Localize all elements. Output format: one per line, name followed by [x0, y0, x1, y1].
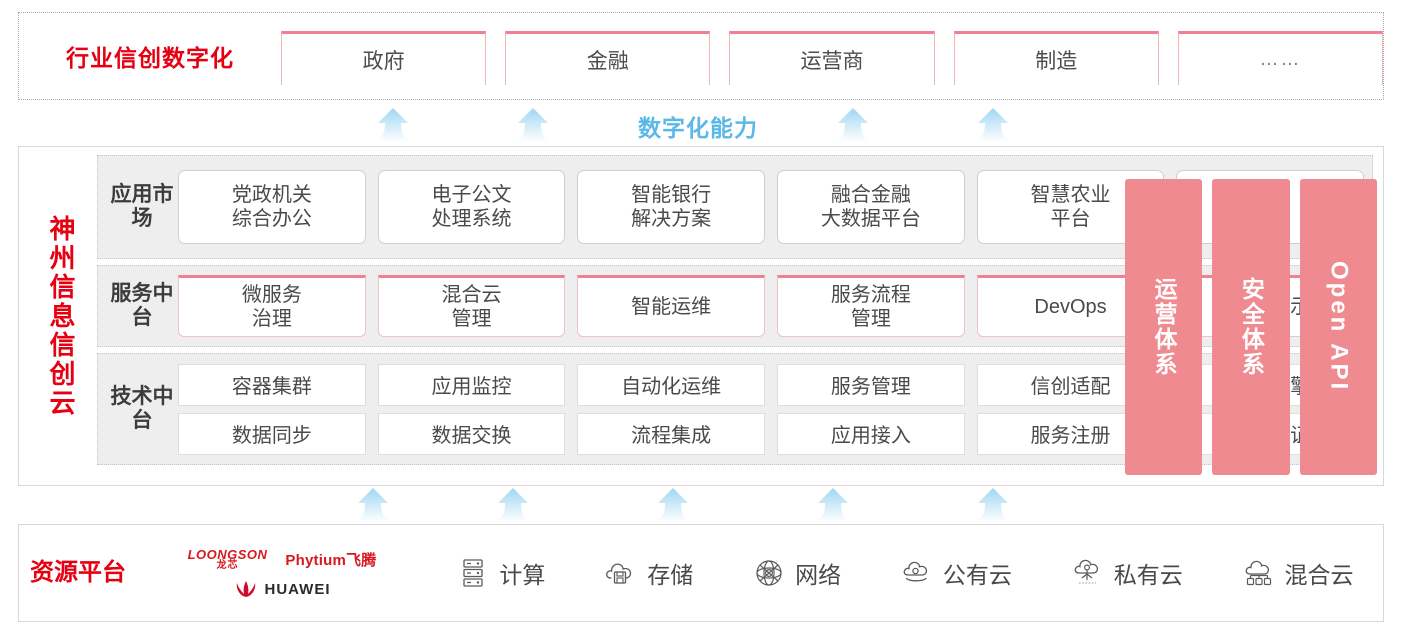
- resource-item-label: 混合云: [1284, 562, 1354, 588]
- phytium-logo: Phytium飞腾: [285, 552, 377, 569]
- loongson-logo-en: LOONGSON: [187, 547, 268, 562]
- industry-box-government[interactable]: 政府: [281, 31, 487, 85]
- pillar-label: Open API: [1325, 261, 1353, 393]
- private-cloud-icon: [1074, 559, 1098, 584]
- up-arrow-icon: [514, 108, 552, 142]
- app-card-government-office[interactable]: 党政机关综合办公: [178, 170, 366, 244]
- industry-box-list: 政府 金融 运营商 制造 ……: [281, 13, 1384, 99]
- svc-card-microservice-governance[interactable]: 微服务治理: [178, 275, 366, 337]
- pillar-security-system[interactable]: 安全体系: [1212, 179, 1290, 475]
- cloud-panel-title: 神州信息信创云: [46, 214, 77, 418]
- resource-platform-band: 资源平台 LOONGSON 龙芯 Phytium飞腾 HUAWEI: [18, 524, 1384, 622]
- tech-card-service-mgmt[interactable]: 服务管理: [777, 363, 965, 406]
- industry-box-manufacturing[interactable]: 制造: [953, 31, 1159, 85]
- resource-item-label: 计算: [499, 562, 546, 588]
- hybrid-cloud-icon: [1245, 560, 1271, 586]
- resource-item-list: 计算 存储: [427, 556, 1383, 590]
- industry-box-label: 运营商: [800, 49, 864, 73]
- app-card-smart-bank[interactable]: 智能银行解决方案: [577, 170, 766, 244]
- industry-box-carrier[interactable]: 运营商: [729, 31, 935, 85]
- resource-arrow-band: [18, 488, 1384, 522]
- tech-card-process-integration[interactable]: 流程集成: [577, 412, 766, 455]
- up-arrow-icon: [494, 488, 532, 522]
- pillar-label: 运营体系: [1151, 277, 1177, 377]
- industry-box-more[interactable]: ……: [1177, 31, 1384, 85]
- tier-label-service-platform: 服务中台: [110, 282, 174, 329]
- cloud-storage-icon: [606, 563, 632, 584]
- up-arrow-icon: [834, 108, 872, 142]
- industry-box-finance[interactable]: 金融: [505, 31, 711, 85]
- resource-item-label: 私有云: [1113, 562, 1183, 588]
- up-arrow-icon: [654, 488, 692, 522]
- tier-label-tech-platform: 技术中台: [110, 385, 174, 432]
- loongson-logo-cn: 龙芯: [216, 560, 239, 571]
- app-card-finance-bigdata[interactable]: 融合金融大数据平台: [777, 170, 965, 244]
- tech-card-data-sync[interactable]: 数据同步: [178, 412, 366, 455]
- svc-card-service-process-mgmt[interactable]: 服务流程管理: [777, 275, 965, 337]
- up-arrow-icon: [974, 108, 1012, 142]
- tier-app-market: 应用市场 党政机关综合办公 电子公文处理系统 智能银行解决方案 融合金融大数据平…: [97, 155, 1373, 259]
- up-arrow-icon: [814, 488, 852, 522]
- industry-band: 行业信创数字化 政府 金融 运营商 制造 ……: [18, 12, 1384, 100]
- huawei-flower-icon: [236, 581, 255, 597]
- resource-item-label: 存储: [647, 562, 694, 588]
- pillar-group: 运营体系 安全体系 Open API: [1125, 179, 1377, 475]
- cloud-panel: 神州信息信创云 应用市场 党政机关综合办公 电子公文处理系统 智能银行解决方案 …: [18, 146, 1384, 486]
- pillar-open-api[interactable]: Open API: [1299, 179, 1377, 475]
- resource-item-storage[interactable]: 存储: [604, 556, 693, 590]
- resource-item-label: 网络: [795, 562, 842, 588]
- tech-card-data-exchange[interactable]: 数据交换: [377, 412, 566, 455]
- tech-card-app-access[interactable]: 应用接入: [777, 412, 965, 455]
- loongson-logo: LOONGSON 龙芯: [188, 548, 268, 571]
- svc-card-hybrid-cloud-mgmt[interactable]: 混合云管理: [377, 275, 566, 337]
- up-arrow-icon: [974, 488, 1012, 522]
- pillar-operations-system[interactable]: 运营体系: [1125, 179, 1203, 475]
- up-arrow-icon: [374, 108, 412, 142]
- tech-card-container-cluster[interactable]: 容器集群: [178, 363, 366, 406]
- pillar-label: 安全体系: [1238, 277, 1265, 377]
- industry-box-label: 金融: [586, 49, 629, 73]
- server-icon: [463, 559, 484, 587]
- vendor-row-top: LOONGSON 龙芯 Phytium飞腾: [188, 548, 377, 571]
- industry-box-label: 制造: [1035, 49, 1078, 73]
- app-card-edoc-system[interactable]: 电子公文处理系统: [377, 170, 566, 244]
- tier-label-app-market: 应用市场: [110, 183, 174, 230]
- huawei-logo-text: HUAWEI: [264, 580, 331, 598]
- network-mesh-icon: [756, 560, 782, 586]
- tech-card-automated-ops[interactable]: 自动化运维: [577, 363, 766, 406]
- tech-card-app-monitoring[interactable]: 应用监控: [377, 363, 566, 406]
- industry-box-label: 政府: [362, 49, 405, 73]
- up-arrow-icon: [354, 488, 392, 522]
- resource-item-private-cloud[interactable]: 私有云: [1071, 556, 1183, 590]
- cloud-panel-body: 应用市场 党政机关综合办公 电子公文处理系统 智能银行解决方案 融合金融大数据平…: [97, 155, 1377, 477]
- resource-item-hybrid-cloud[interactable]: 混合云: [1242, 556, 1354, 590]
- resource-item-public-cloud[interactable]: 公有云: [900, 556, 1012, 590]
- svc-card-smart-ops[interactable]: 智能运维: [577, 275, 766, 337]
- resource-item-compute[interactable]: 计算: [456, 556, 545, 590]
- industry-title: 行业信创数字化: [66, 45, 234, 71]
- capability-arrow-band: 数字化能力: [18, 104, 1384, 142]
- resource-item-label: 公有云: [942, 562, 1012, 588]
- capability-label: 数字化能力: [638, 115, 758, 141]
- vendor-logo-group: LOONGSON 龙芯 Phytium飞腾 HUAWEI: [137, 548, 427, 598]
- public-cloud-icon: [903, 561, 927, 582]
- vendor-row-bottom: HUAWEI: [234, 580, 331, 598]
- resource-platform-title: 资源平台: [30, 559, 126, 587]
- resource-item-network[interactable]: 网络: [752, 556, 841, 590]
- industry-box-label: ……: [1259, 48, 1302, 70]
